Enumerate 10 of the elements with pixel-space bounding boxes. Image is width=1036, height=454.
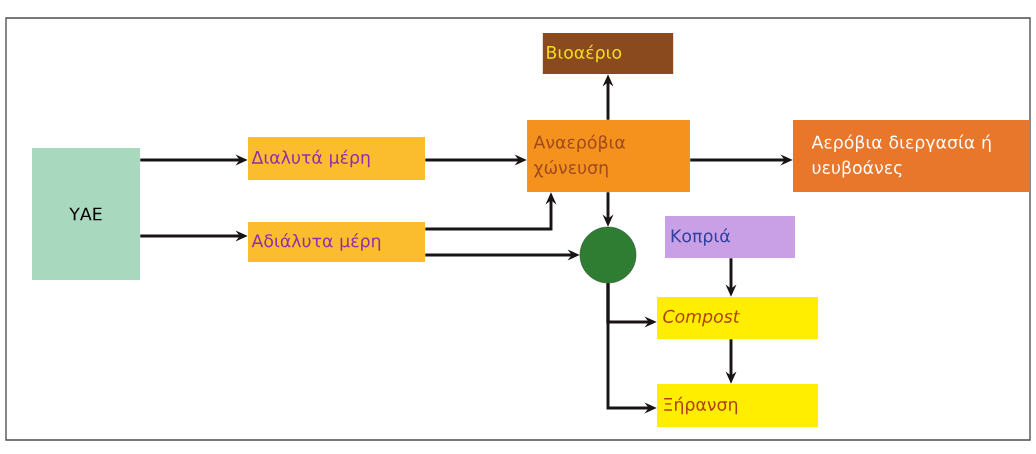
process-box: Compost: [656, 297, 819, 339]
process-box: ΥΑΕ: [32, 148, 140, 280]
process-box: Κοπριά: [665, 216, 795, 258]
process-box: Ξήρανση: [656, 384, 819, 427]
process-box: Βιοαέριο: [542, 32, 674, 75]
process-box: Αναερόβια χώνευση: [527, 120, 690, 192]
process-box: Αδιάλυτα μέρη: [247, 222, 426, 262]
process-box: Αερόβια διεργασία ή υευβοάνες: [792, 120, 1031, 192]
junction-circle: [579, 226, 637, 284]
process-box: Διαλυτά μέρη: [247, 137, 426, 180]
